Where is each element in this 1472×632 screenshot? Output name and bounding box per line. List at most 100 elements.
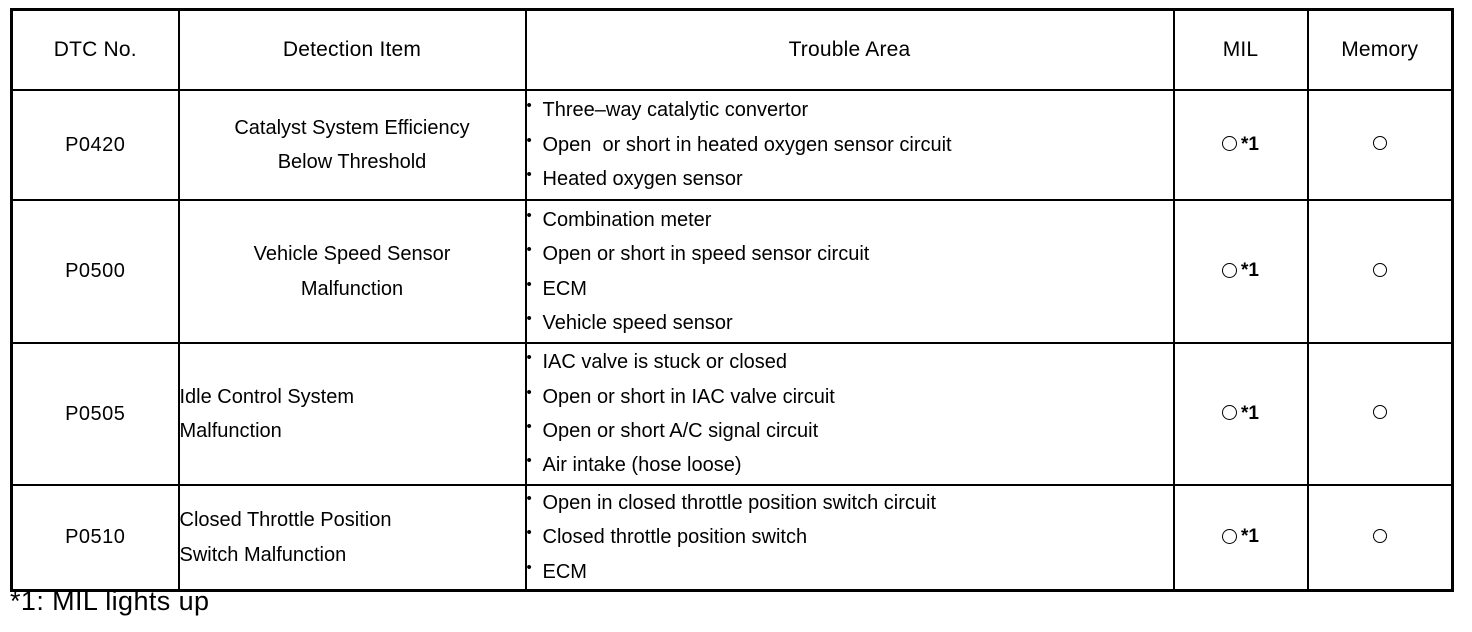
column-header-detection-item: Detection Item — [177, 8, 527, 91]
cell-mil: *1 — [1172, 89, 1309, 201]
bullet-icon: • — [526, 275, 532, 293]
trouble-area-item-text: Open or short in IAC valve circuit — [542, 385, 835, 408]
detection-item-line: Catalyst System Efficiency — [234, 116, 470, 139]
trouble-area-list: • IAC valve is stuck or closed • Open or sh… — [527, 345, 1173, 483]
cell-trouble-area: • Open in closed throttle position switch… — [524, 484, 1175, 592]
detection-item-line: Vehicle Speed Sensor — [253, 243, 451, 266]
table-header-row: DTC No. Detection Item Trouble Area MIL … — [10, 8, 1454, 91]
circle-mark-icon — [1372, 262, 1387, 277]
bullet-icon: • — [526, 166, 532, 184]
cell-mil: *1 — [1172, 199, 1309, 344]
trouble-area-item: • Open or short in speed sensor circuit — [527, 237, 1173, 271]
cell-memory — [1306, 484, 1454, 592]
mil-mark-group: *1 — [1222, 525, 1259, 547]
trouble-area-item: • Closed throttle position switch — [527, 520, 1173, 554]
cell-dtc-no: P0420 — [10, 89, 180, 201]
column-header-dtc-no: DTC No. — [10, 8, 180, 91]
cell-mil: *1 — [1172, 342, 1309, 486]
bullet-icon: • — [526, 490, 532, 507]
bullet-icon: • — [526, 309, 532, 327]
trouble-area-item-text: IAC valve is stuck or closed — [542, 351, 788, 374]
trouble-area-item-text: Open or short in heated oxygen sensor ci… — [542, 133, 952, 156]
dtc-table-body: DTC No. Detection Item Trouble Area MIL … — [10, 8, 1454, 592]
trouble-area-item: • Open or short in heated oxygen sensor c… — [527, 128, 1173, 162]
bullet-icon: • — [526, 241, 532, 259]
circle-mark-icon — [1372, 528, 1387, 543]
bullet-icon: • — [526, 131, 532, 149]
circle-mark-icon — [1222, 262, 1238, 278]
trouble-area-item: • Open in closed throttle position switch… — [527, 486, 1173, 520]
circle-mark-icon — [1222, 528, 1238, 544]
trouble-area-item-text: Heated oxygen sensor — [542, 168, 743, 191]
column-header-memory: Memory — [1306, 8, 1454, 91]
trouble-area-list: • Open in closed throttle position switch… — [527, 486, 1173, 589]
detection-item-line: Malfunction — [179, 420, 282, 442]
trouble-area-item: • Air intake (hose loose) — [527, 448, 1173, 482]
column-header-trouble-area: Trouble Area — [524, 8, 1175, 91]
mil-mark-group: *1 — [1222, 402, 1259, 424]
trouble-area-item: • Combination meter — [527, 203, 1173, 237]
bullet-icon: • — [526, 383, 532, 401]
mil-mark-group: *1 — [1222, 133, 1259, 155]
trouble-area-item: • Open or short in IAC valve circuit — [527, 380, 1173, 414]
trouble-area-item-text: Combination meter — [542, 208, 712, 231]
detection-item-line: Closed Throttle Position — [179, 509, 392, 532]
trouble-area-item-text: Vehicle speed sensor — [542, 311, 733, 334]
circle-mark-icon — [1222, 136, 1238, 152]
cell-dtc-no: P0505 — [10, 342, 180, 486]
trouble-area-item: • IAC valve is stuck or closed — [527, 345, 1173, 379]
trouble-area-item: • Vehicle speed sensor — [527, 306, 1173, 340]
bullet-icon: • — [526, 206, 532, 224]
cell-dtc-no: P0500 — [10, 199, 180, 344]
detection-item-line: Idle Control System — [179, 385, 355, 408]
trouble-area-item-text: ECM — [542, 277, 587, 300]
cell-trouble-area: • IAC valve is stuck or closed • Open or sh… — [524, 342, 1175, 486]
circle-mark-icon — [1372, 136, 1387, 150]
trouble-area-item-text: Open or short A/C signal circuit — [542, 420, 819, 442]
trouble-area-list: • Combination meter • Open or short in spee… — [527, 203, 1173, 341]
trouble-area-item: • Open or short A/C signal circuit — [527, 414, 1173, 448]
mil-footnote-ref: *1 — [1241, 133, 1259, 155]
trouble-area-item-text: Open or short in speed sensor circuit — [542, 243, 870, 266]
cell-memory — [1306, 199, 1454, 344]
bullet-icon: • — [526, 349, 532, 367]
footnote-mil-lights-up: *1: MIL lights up — [10, 586, 210, 616]
bullet-icon: • — [526, 418, 532, 435]
trouble-area-item-text: Three–way catalytic convertor — [542, 99, 809, 122]
bullet-icon: • — [526, 452, 532, 470]
bullet-icon: • — [526, 97, 532, 115]
trouble-area-item: • ECM — [527, 272, 1173, 306]
dtc-table: DTC No. Detection Item Trouble Area MIL … — [10, 8, 1454, 593]
detection-item-line: Malfunction — [300, 277, 404, 300]
trouble-area-item-text: Closed throttle position switch — [542, 526, 808, 549]
cell-memory — [1306, 89, 1454, 201]
trouble-area-item-text: Open in closed throttle position switch … — [542, 492, 937, 514]
bullet-icon: • — [526, 558, 532, 576]
cell-trouble-area: • Combination meter • Open or short in spee… — [524, 199, 1175, 344]
mil-footnote-ref: *1 — [1241, 526, 1259, 548]
trouble-area-item: • Three–way catalytic convertor — [527, 93, 1173, 127]
detection-item-line: Below Threshold — [277, 151, 427, 173]
cell-memory — [1306, 342, 1454, 486]
circle-mark-icon — [1372, 405, 1387, 419]
cell-dtc-no: P0510 — [10, 484, 180, 592]
trouble-area-item-text: Air intake (hose loose) — [542, 454, 742, 477]
trouble-area-item: • Heated oxygen sensor — [527, 162, 1173, 196]
cell-trouble-area: • Three–way catalytic convertor • Open or s… — [524, 89, 1175, 201]
trouble-area-item-text: ECM — [542, 560, 587, 583]
column-header-mil: MIL — [1172, 8, 1309, 91]
detection-item-line: Switch Malfunction — [179, 543, 347, 566]
bullet-icon: • — [526, 524, 532, 542]
mil-footnote-ref: *1 — [1241, 402, 1259, 424]
mil-footnote-ref: *1 — [1241, 260, 1259, 282]
trouble-area-item: • ECM — [527, 555, 1173, 589]
